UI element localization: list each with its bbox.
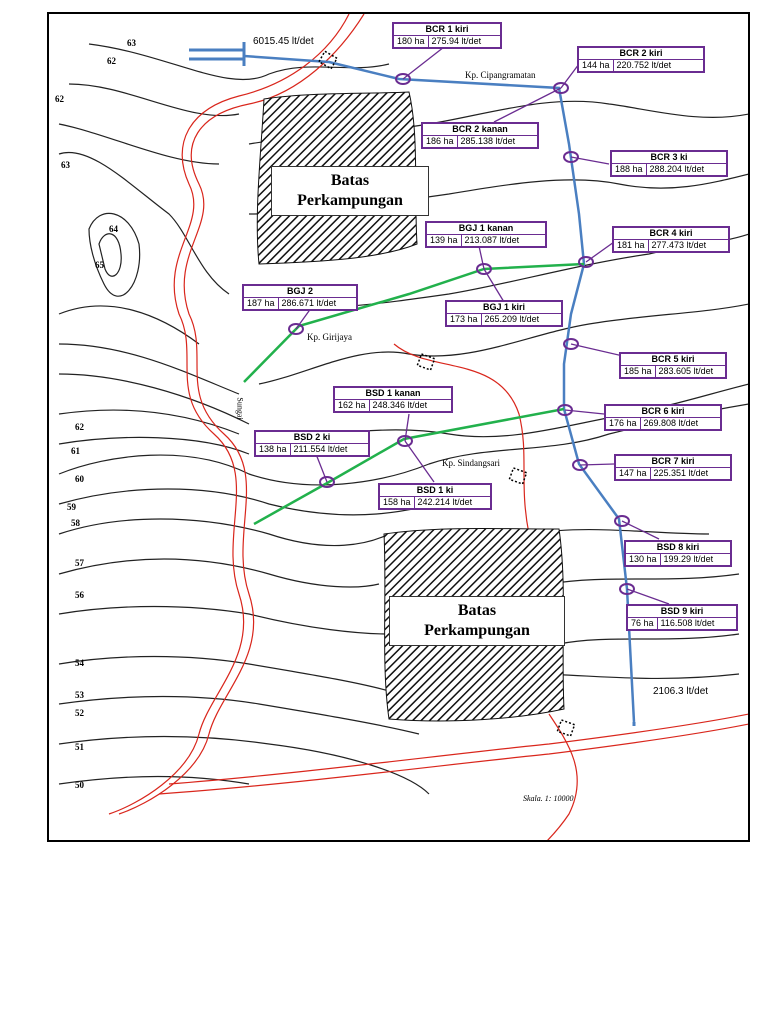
block-title: BSD 1 ki [380,485,490,497]
place-girijaya: Kp. Girijaya [307,332,352,342]
block-area: 188 ha [612,164,647,175]
secondary-canal-sindangsari [253,407,565,526]
block-flow: 283.605 lt/det [658,366,714,376]
block-area: 187 ha [244,298,279,309]
block-flow: 225.351 lt/det [653,468,709,478]
contour-label: 63 [61,160,70,170]
contour-label: 57 [75,558,84,568]
irrigation-map: 6015.45 lt/det 2106.3 lt/det Batas Perka… [47,12,750,842]
river-label: Sungai [235,397,245,420]
block-title: BCR 2 kanan [423,124,537,136]
block-title: BCR 6 kiri [606,406,720,418]
contour-label: 56 [75,590,84,600]
contour-label: 64 [109,224,118,234]
block-area: 138 ha [256,444,291,455]
block-area: 147 ha [616,468,651,479]
block-area: 144 ha [579,60,614,71]
contour-label: 50 [75,780,84,790]
block-area: 139 ha [427,235,462,246]
block-title: BCR 2 kiri [579,48,703,60]
block-title: BSD 8 kiri [626,542,730,554]
block-flow: 285.138 lt/det [460,136,516,146]
structure-nodes [288,73,635,595]
block-title: BGJ 1 kanan [427,223,545,235]
block-area: 76 ha [628,618,658,629]
village-label-top: Batas Perkampungan [271,166,429,216]
block-area: 180 ha [394,36,429,47]
intake [189,42,246,66]
contour-label: 62 [55,94,64,104]
block-flow: 220.752 lt/det [616,60,672,70]
contour-label: 58 [71,518,80,528]
contour-label: 63 [127,38,136,48]
place-cipangramatan: Kp. Cipangramatan [465,70,536,80]
scale-label: Skala. 1: 10000 [523,794,574,803]
block-flow: 116.508 lt/det [660,618,715,628]
block-flow: 248.346 lt/det [372,400,428,410]
village-label-bottom: Batas Perkampungan [389,596,565,646]
block-title: BGJ 2 [244,286,356,298]
block-area: 162 ha [335,400,370,411]
block-flow: 275.94 lt/det [431,36,482,46]
block-area: 181 ha [614,240,649,251]
contour-label: 61 [71,446,80,456]
contour-label: 65 [95,260,104,270]
block-flow: 242.214 lt/det [417,497,473,507]
contour-label: 51 [75,742,84,752]
block-area: 186 ha [423,136,458,147]
contour-label: 52 [75,708,84,718]
place-sindangsari: Kp. Sindangsari [442,458,500,468]
block-title: BCR 3 ki [612,152,726,164]
river [108,14,748,840]
block-area: 158 ha [380,497,415,508]
block-area: 173 ha [447,314,482,325]
block-title: BCR 7 kiri [616,456,730,468]
contour-label: 53 [75,690,84,700]
block-flow: 199.29 lt/det [663,554,714,564]
block-title: BGJ 1 kiri [447,302,561,314]
block-title: BSD 1 kanan [335,388,451,400]
block-title: BSD 2 ki [256,432,368,444]
block-title: BCR 1 kiri [394,24,500,36]
block-flow: 286.671 lt/det [281,298,337,308]
block-area: 185 ha [621,366,656,377]
block-flow: 277.473 lt/det [651,240,707,250]
contour-label: 59 [67,502,76,512]
block-area: 176 ha [606,418,641,429]
block-title: BSD 9 kiri [628,606,736,618]
block-flow: 269.808 lt/det [643,418,699,428]
contour-label: 60 [75,474,84,484]
block-flow: 213.087 lt/det [464,235,520,245]
primary-canal [243,54,636,723]
block-title: BCR 4 kiri [614,228,728,240]
contour-label: 62 [75,422,84,432]
block-flow: 211.554 lt/det [293,444,348,454]
block-flow: 265.209 lt/det [484,314,540,324]
block-flow: 288.204 lt/det [649,164,705,174]
contour-label: 54 [75,658,84,668]
inflow-label: 6015.45 lt/det [253,36,314,47]
secondary-canal-girijaya [243,262,585,383]
block-area: 130 ha [626,554,661,565]
contour-label: 62 [107,56,116,66]
block-title: BCR 5 kiri [621,354,725,366]
outflow-label: 2106.3 lt/det [653,686,709,697]
